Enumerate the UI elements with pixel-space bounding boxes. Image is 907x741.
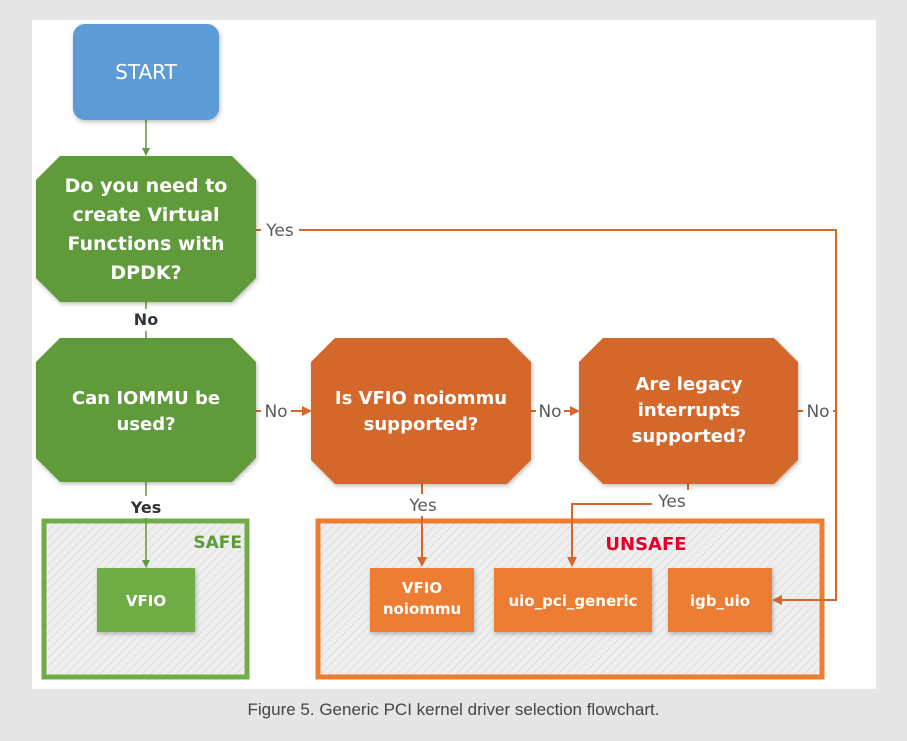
uio-pci-generic-box: [494, 568, 652, 632]
figure-caption: Figure 5. Generic PCI kernel driver sele…: [247, 700, 660, 719]
unsafe-label: UNSAFE: [605, 534, 686, 555]
start-node: [73, 24, 219, 120]
diagram-panel: SAFE UNSAFE START Do you need to create …: [32, 20, 876, 689]
vfio-noiommu-line-1: VFIO: [402, 579, 442, 597]
vfio-box: [97, 568, 195, 632]
igb-uio-box: [668, 568, 772, 632]
edge-q1-yes: [256, 229, 837, 605]
q1-virtual-functions-node: [36, 156, 256, 302]
vfio-noiommu-line-2: noiommu: [383, 600, 461, 618]
q3-line-1: Is VFIO noiommu: [335, 388, 507, 409]
q2-iommu-node: [36, 338, 256, 482]
igb-uio-label: igb_uio: [690, 592, 750, 610]
q1-line-1: Do you need to: [65, 175, 228, 197]
uio-pci-generic-label: uio_pci_generic: [508, 592, 637, 610]
start-label: START: [115, 60, 177, 84]
q4-line-3: supported?: [632, 426, 747, 447]
q1-line-2: create Virtual: [72, 204, 219, 226]
edge-label-q2-no: No: [264, 402, 287, 422]
q2-line-2: used?: [116, 414, 175, 435]
q4-legacy-interrupts-node: [579, 338, 798, 484]
edge-label-q4-no: No: [806, 402, 829, 422]
edge-label-q1-no: No: [134, 310, 158, 329]
q1-line-3: Functions with: [67, 233, 224, 255]
vfio-noiommu-box: [370, 568, 474, 632]
q4-line-2: interrupts: [638, 400, 741, 421]
q3-line-2: supported?: [364, 414, 479, 435]
q2-line-1: Can IOMMU be: [72, 388, 220, 409]
edge-label-q2-yes: Yes: [130, 498, 162, 517]
q3-noiommu-node: [311, 338, 531, 484]
vfio-label: VFIO: [126, 592, 166, 610]
q1-line-4: DPDK?: [110, 262, 181, 284]
edge-label-q4-yes: Yes: [657, 492, 686, 512]
edge-label-q3-no: No: [538, 402, 561, 422]
flowchart: SAFE UNSAFE START Do you need to create …: [36, 24, 837, 680]
q4-line-1: Are legacy: [635, 374, 742, 395]
safe-label: SAFE: [193, 533, 242, 553]
edge-label-q3-yes: Yes: [408, 496, 437, 516]
edge-label-q1-yes: Yes: [265, 221, 294, 241]
